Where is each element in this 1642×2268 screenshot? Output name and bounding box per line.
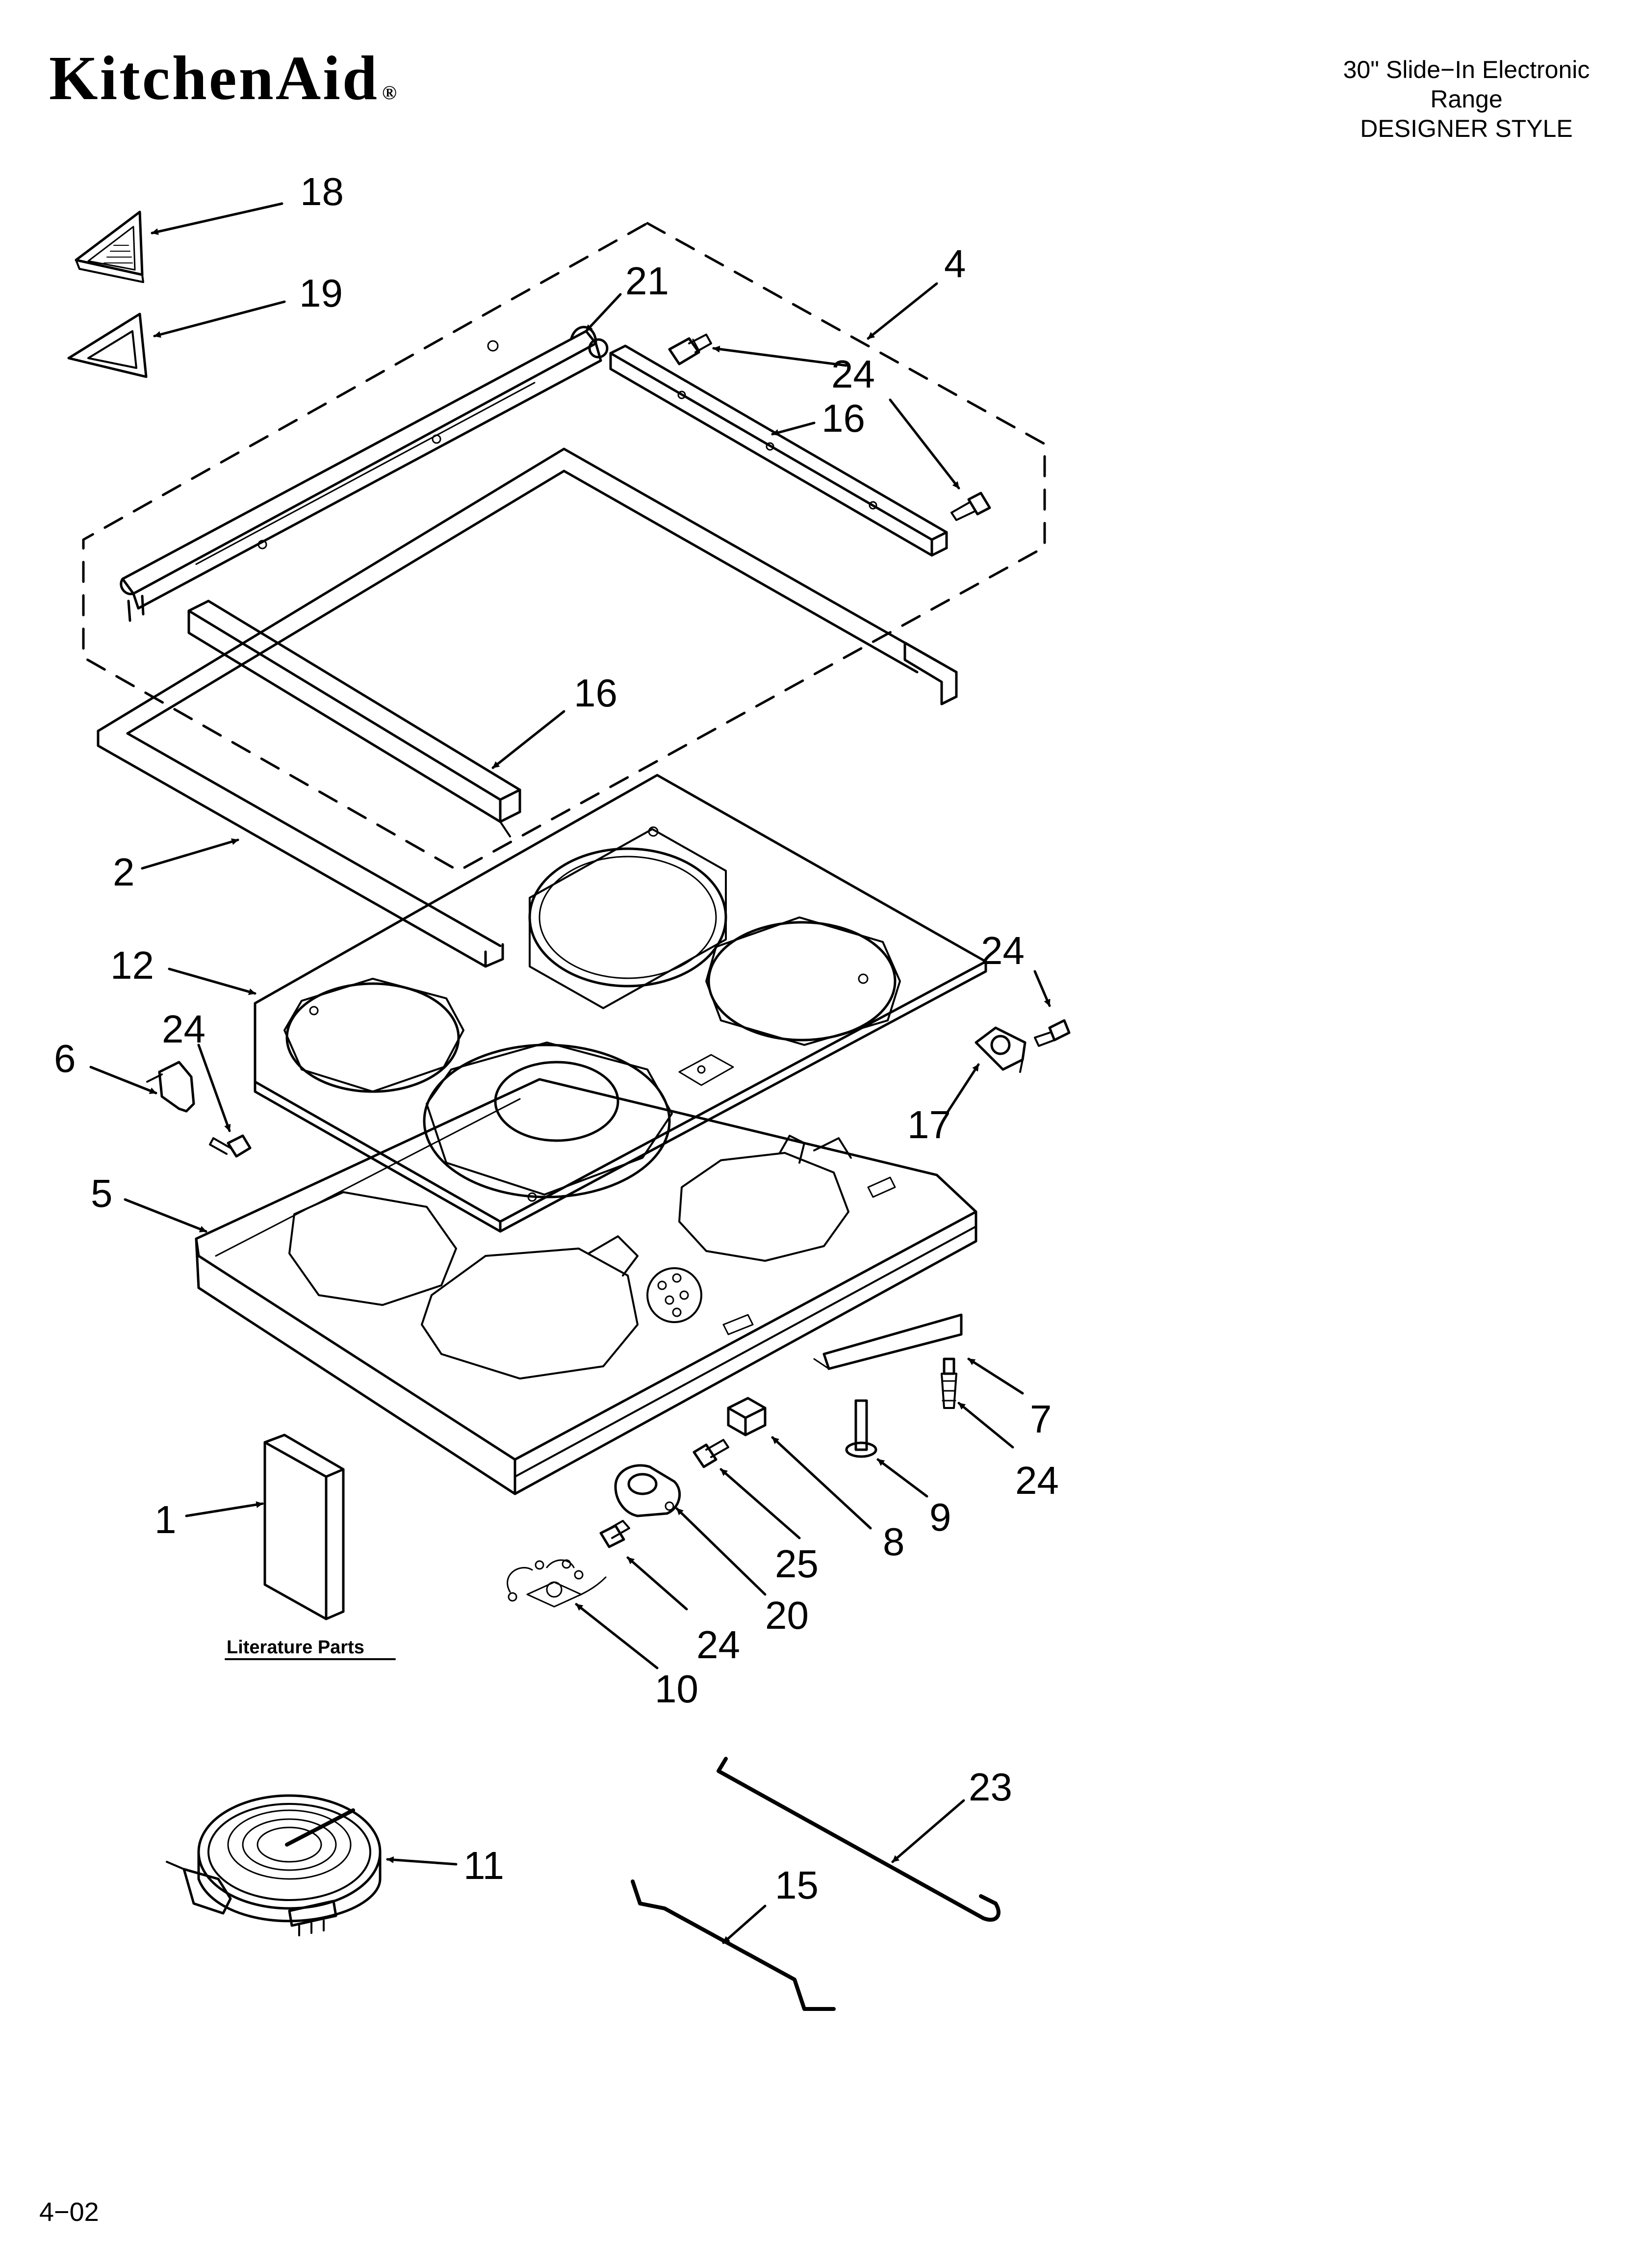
literature-parts-label: Literature Parts — [227, 1637, 364, 1658]
part-11-burner-element — [166, 1794, 382, 1936]
part-19-corner-gasket — [67, 313, 148, 378]
callout-24-lower: 24 — [696, 1623, 740, 1667]
part-16-side-trim-upper — [609, 344, 948, 557]
leader-20 — [675, 1507, 767, 1596]
callout-10: 10 — [655, 1667, 698, 1711]
leader-24-left — [197, 1043, 231, 1132]
part-6-clip — [146, 1061, 195, 1113]
part-23-rod — [717, 1757, 1001, 1922]
part-8-block — [727, 1397, 767, 1436]
callout-18: 18 — [300, 170, 344, 213]
callout-11: 11 — [463, 1844, 504, 1887]
callout-4: 4 — [944, 242, 966, 286]
model-title: 30" Slide−In Electronic Range DESIGNER S… — [1314, 55, 1618, 143]
part-24-screw-lower — [599, 1520, 630, 1548]
leader-16-upper — [771, 421, 816, 436]
callout-9: 9 — [929, 1495, 951, 1539]
callout-16-upper: 16 — [821, 396, 865, 440]
leader-24-top-b — [889, 398, 960, 490]
leader-24-top-a — [712, 345, 847, 367]
cutout-front-center — [421, 1248, 639, 1380]
part-24-screw-right — [1034, 1019, 1071, 1047]
assembly-boundary-dashed — [82, 222, 1046, 872]
leader-17 — [945, 1063, 980, 1115]
burner-ring-rear-left — [529, 828, 727, 1009]
vent-plate — [646, 1267, 702, 1323]
callout-5: 5 — [91, 1172, 113, 1215]
model-line-3: DESIGNER STYLE — [1360, 115, 1573, 142]
leader-2 — [141, 838, 239, 870]
part-15-bent-rod — [631, 1879, 836, 2011]
leader-12 — [168, 967, 257, 995]
callout-12: 12 — [110, 943, 154, 987]
part-24-screw-bracket — [941, 1357, 957, 1409]
cutout-front-left — [288, 1191, 457, 1306]
leader-21 — [585, 293, 622, 333]
part-21-rear-trim — [120, 326, 609, 622]
callout-25: 25 — [775, 1542, 819, 1586]
leader-9 — [876, 1458, 928, 1498]
callout-19: 19 — [299, 271, 343, 315]
part-10-switch — [507, 1559, 607, 1608]
page-number: 4−02 — [39, 2197, 99, 2227]
part-24-screw-top-2 — [950, 492, 991, 521]
leader-25 — [719, 1468, 801, 1539]
callout-7: 7 — [1030, 1397, 1052, 1441]
callout-17: 17 — [907, 1103, 951, 1147]
burner-ring-front-left — [285, 982, 460, 1093]
part-24-screw-left — [209, 1134, 252, 1158]
callout-15: 15 — [775, 1863, 819, 1907]
model-line-2: Range — [1430, 85, 1503, 113]
leader-18 — [151, 202, 283, 235]
callout-6: 6 — [54, 1037, 76, 1080]
cutout-rear-right — [678, 1152, 849, 1262]
burner-ring-rear-right — [707, 921, 897, 1042]
burner-ring-front-center — [423, 1043, 671, 1199]
leader-19 — [153, 300, 286, 338]
leader-6 — [89, 1066, 157, 1095]
callout-8: 8 — [883, 1520, 905, 1564]
brand-logo: KitchenAid® — [49, 47, 399, 109]
part-25-screw — [693, 1439, 729, 1468]
leader-8 — [771, 1436, 872, 1530]
callout-2: 2 — [113, 850, 135, 894]
leader-24-right — [1033, 970, 1051, 1007]
leader-1 — [185, 1501, 264, 1517]
callout-24-bracket: 24 — [1015, 1459, 1059, 1502]
leader-16-lower — [491, 710, 565, 769]
part-9-pin — [845, 1399, 877, 1458]
part-24-screw-top-1 — [668, 334, 712, 365]
part-5-main-top — [195, 1078, 977, 1495]
part-16-front-trim-lower — [187, 600, 958, 837]
leader-5 — [124, 1198, 207, 1233]
callout-24-left: 24 — [162, 1007, 205, 1051]
part-20-mount-bracket — [614, 1464, 681, 1517]
callout-16-lower: 16 — [574, 671, 617, 715]
leader-23 — [891, 1799, 965, 1863]
callout-24-top: 24 — [831, 352, 875, 396]
leader-11 — [386, 1856, 458, 1866]
callout-21: 21 — [625, 259, 669, 303]
leader-24-bracket — [957, 1402, 1014, 1449]
model-line-1: 30" Slide−In Electronic — [1343, 56, 1590, 83]
leader-7 — [967, 1357, 1024, 1395]
part-18-corner-cap — [75, 210, 144, 283]
part-2-trim-frame — [97, 447, 958, 968]
callout-24-right: 24 — [981, 929, 1025, 972]
leader-15 — [722, 1904, 767, 1944]
part-7-bracket — [813, 1313, 963, 1370]
callout-23: 23 — [969, 1765, 1012, 1809]
registered-mark: ® — [382, 81, 399, 104]
brand-name: KitchenAid — [49, 43, 379, 113]
leader-24-lower — [626, 1556, 688, 1611]
part-12-glass-cooktop — [254, 774, 987, 1233]
leader-4 — [867, 282, 938, 340]
part-17-sensor-bracket — [975, 1026, 1026, 1073]
part-1-literature — [263, 1434, 345, 1620]
callout-20: 20 — [765, 1593, 809, 1637]
callout-1: 1 — [154, 1498, 177, 1541]
leader-10 — [575, 1603, 659, 1669]
sensor-plate — [678, 1054, 734, 1086]
